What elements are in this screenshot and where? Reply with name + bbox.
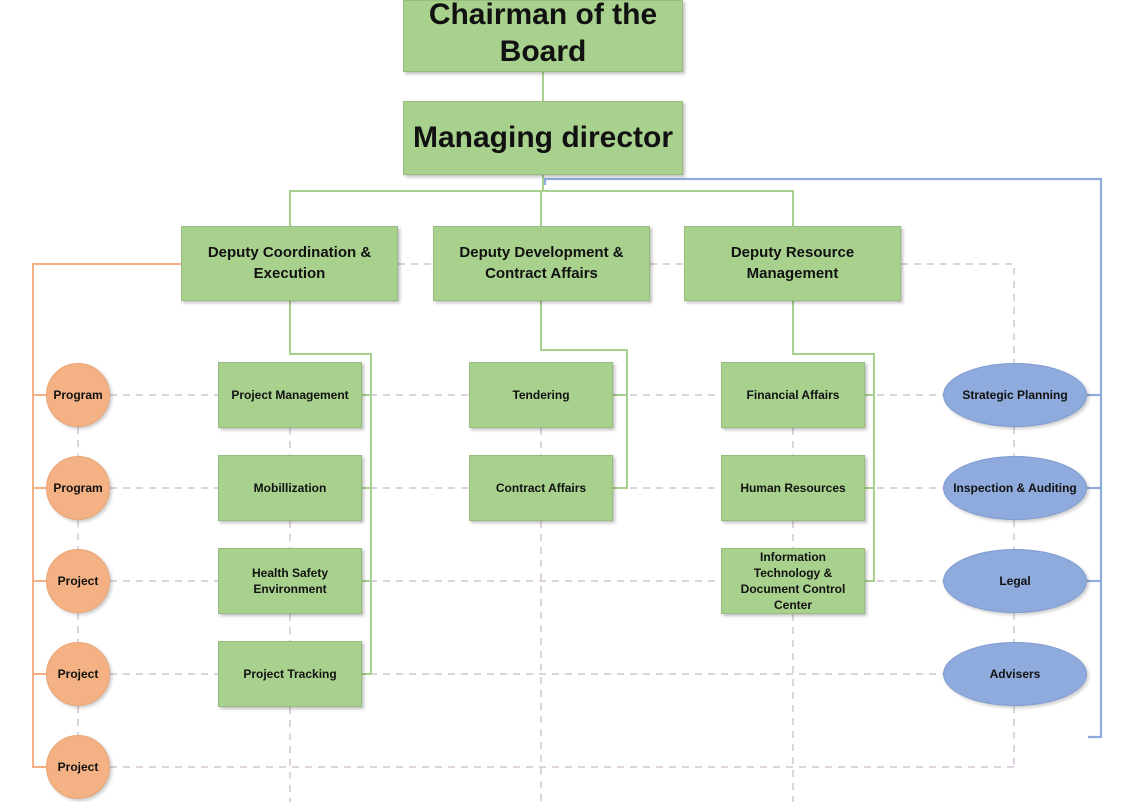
node-ca: Contract Affairs — [469, 455, 613, 521]
node-proj3: Project — [46, 735, 110, 799]
node-chairman: Chairman of the Board — [403, 0, 683, 72]
node-label-dep-coord: Deputy Coordination & Execution — [207, 244, 372, 282]
node-label-adv: Advisers — [989, 667, 1041, 681]
node-label-tend: Tendering — [512, 387, 570, 402]
node-label-fin: Financial Affairs — [746, 387, 840, 402]
node-label-dep-dev: Deputy Development & Contract Affairs — [459, 244, 624, 282]
node-mob: Mobillization — [218, 455, 362, 521]
node-label-md: Managing director — [412, 121, 674, 155]
node-sp: Strategic Planning — [943, 363, 1087, 427]
node-adv: Advisers — [943, 642, 1087, 706]
node-label-chairman: Chairman of the Board — [428, 0, 658, 68]
node-label-sp: Strategic Planning — [962, 388, 1068, 402]
node-label-pm: Project Management — [231, 387, 349, 402]
node-label-proj1: Project — [57, 574, 99, 588]
node-pm: Project Management — [218, 362, 362, 428]
node-tend: Tendering — [469, 362, 613, 428]
node-label-mob: Mobillization — [253, 480, 327, 495]
node-it: Information Technology & Document Contro… — [721, 548, 865, 614]
node-prog1: Program — [46, 363, 110, 427]
node-dep-res: Deputy Resource Management — [684, 226, 901, 301]
node-prog2: Program — [46, 456, 110, 520]
node-proj1: Project — [46, 549, 110, 613]
dep-res-units-connector — [792, 301, 875, 582]
node-fin: Financial Affairs — [721, 362, 865, 428]
node-label-proj2: Project — [57, 667, 99, 681]
md-advisory-connector — [543, 177, 1103, 739]
node-proj2: Project — [46, 642, 110, 706]
node-label-hse: Health Safety Environment — [251, 565, 329, 596]
dep-dev-units-connector — [540, 301, 628, 489]
node-md: Managing director — [403, 101, 683, 175]
node-label-ia: Inspection & Auditing — [953, 481, 1077, 495]
portfolio-connector — [32, 263, 181, 768]
node-label-legal: Legal — [999, 574, 1031, 588]
node-hr: Human Resources — [721, 455, 865, 521]
node-label-dep-res: Deputy Resource Management — [730, 244, 855, 282]
node-dep-coord: Deputy Coordination & Execution — [181, 226, 398, 301]
node-label-pt: Project Tracking — [243, 666, 337, 681]
reporting-lines — [32, 72, 1103, 768]
node-ia: Inspection & Auditing — [943, 456, 1087, 520]
node-label-ca: Contract Affairs — [495, 480, 587, 495]
node-label-it: Information Technology & Document Contro… — [740, 549, 846, 613]
node-dep-dev: Deputy Development & Contract Affairs — [433, 226, 650, 301]
node-label-prog2: Program — [53, 481, 103, 495]
dep-coord-units-connector — [289, 301, 372, 675]
node-label-hr: Human Resources — [740, 480, 846, 495]
node-label-prog1: Program — [53, 388, 103, 402]
node-label-proj3: Project — [57, 760, 99, 774]
deputy-row-line-3 — [901, 263, 1015, 363]
node-pt: Project Tracking — [218, 641, 362, 707]
node-hse: Health Safety Environment — [218, 548, 362, 614]
node-legal: Legal — [943, 549, 1087, 613]
